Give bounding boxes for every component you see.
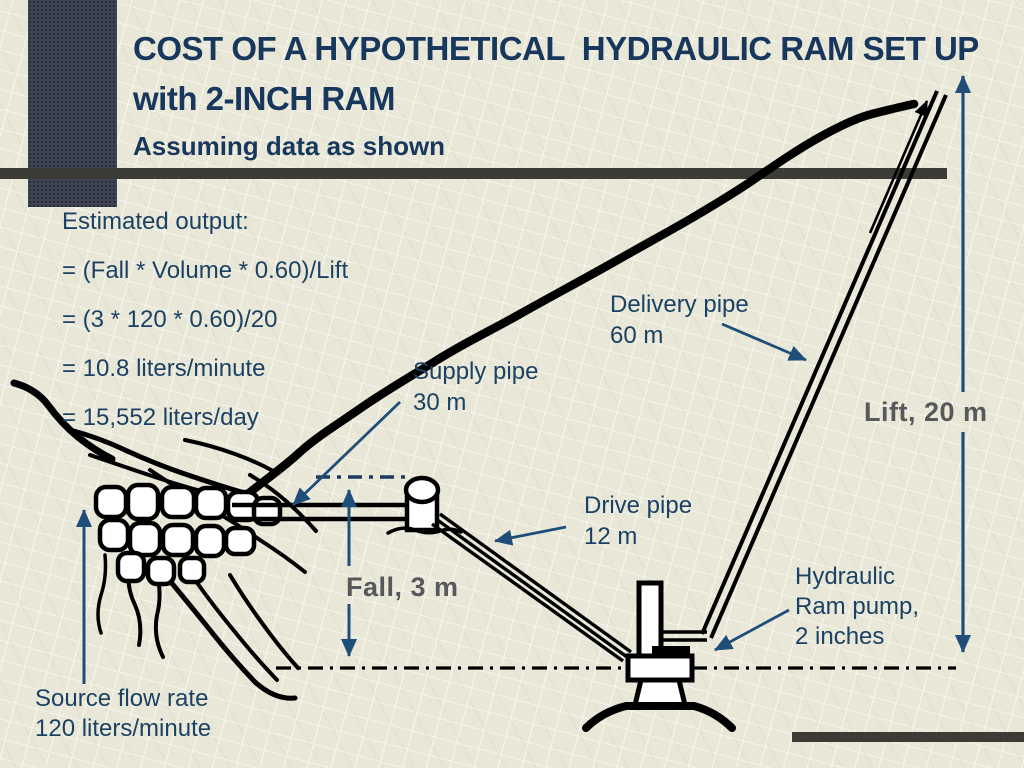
pump-stand [631, 677, 689, 708]
pump-feet [582, 702, 736, 732]
supply-pipe [232, 502, 410, 522]
slide-title: COST OF A HYPOTHETICAL HYDRAULIC RAM SET… [133, 30, 979, 117]
drive-pipe-label: Drive pipe 12 m [584, 492, 693, 550]
estimate-result-day: = 15,552 liters/day [62, 404, 259, 431]
bottom-divider-bar [792, 732, 1024, 742]
delivery-pipe-label: Delivery pipe 60 m [610, 291, 749, 349]
drive-pipe [431, 512, 632, 663]
slide-subtitle: Assuming data as shown [133, 131, 446, 161]
drive-pipe-pointer-arrow [494, 525, 567, 546]
stream-source-sketch [10, 379, 318, 701]
delivery-pipe [700, 90, 948, 639]
estimate-heading: Estimated output: [62, 208, 249, 235]
ram-pump-drawing [582, 580, 736, 732]
intake-rocks [93, 482, 283, 587]
supply-pipe-label: Supply pipe 30 m [413, 358, 539, 416]
estimated-output-block: Estimated output: = (Fall * Volume * 0.6… [62, 208, 348, 453]
delivery-flow-arrow [868, 100, 929, 234]
estimate-formula: = (Fall * Volume * 0.60)/Lift [62, 257, 349, 284]
ram-pump-pointer-arrow [714, 608, 790, 652]
estimate-result-minute: = 10.8 liters/minute [62, 355, 266, 382]
ram-pump-label: Hydraulic Ram pump, 2 inches [795, 563, 920, 650]
pump-outlet-pipe [661, 630, 707, 642]
estimate-substitution: = (3 * 120 * 0.60)/20 [62, 306, 278, 333]
pump-body [625, 653, 695, 683]
terrain-profile-line [238, 99, 919, 503]
annotation-arrows [76, 75, 971, 684]
supply-pipe-pointer-arrow [292, 400, 401, 507]
lift-dimension-label: Lift, 20 m [864, 397, 988, 427]
fall-dimension-label: Fall, 3 m [346, 572, 459, 602]
source-flow-label: Source flow rate 120 liters/minute [35, 685, 212, 742]
top-divider-bar [0, 168, 947, 179]
delivery-pipe-pointer-arrow [721, 322, 807, 362]
